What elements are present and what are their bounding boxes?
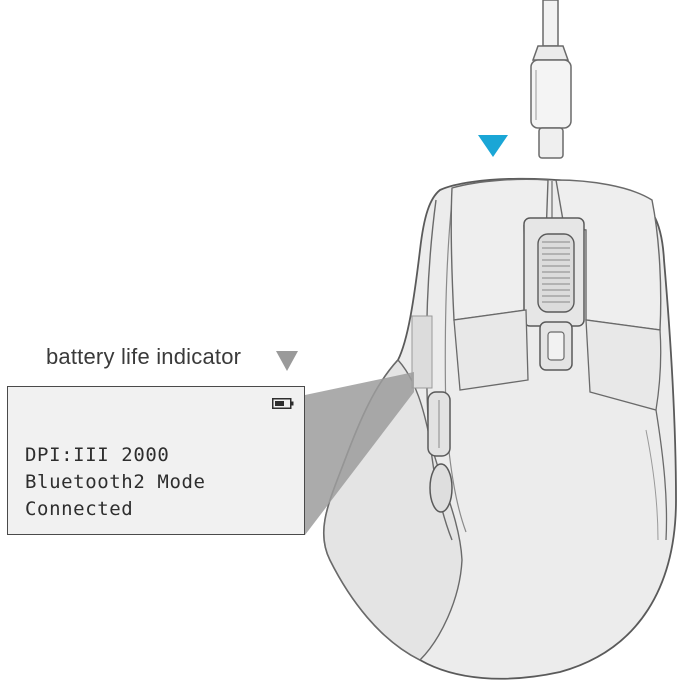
lcd-projection-wedge xyxy=(305,372,414,535)
insert-direction-arrow-icon xyxy=(478,135,508,157)
callout-battery-life-label: battery life indicator xyxy=(46,344,242,369)
callout-pointer-icon xyxy=(276,351,298,371)
mouse-body xyxy=(322,177,677,680)
lcd-mode-line: Bluetooth2 Mode xyxy=(25,471,206,493)
battery-icon xyxy=(272,398,294,409)
mouse-lcd-strip xyxy=(411,315,433,389)
lcd-display-panel: DPI:III 2000 Bluetooth2 Mode Connected xyxy=(7,386,305,535)
scroll-wheel-grip xyxy=(542,241,570,303)
usb-c-cable xyxy=(530,0,572,159)
lcd-status-line: Connected xyxy=(25,498,134,520)
lcd-dpi-line: DPI:III 2000 xyxy=(25,444,170,466)
